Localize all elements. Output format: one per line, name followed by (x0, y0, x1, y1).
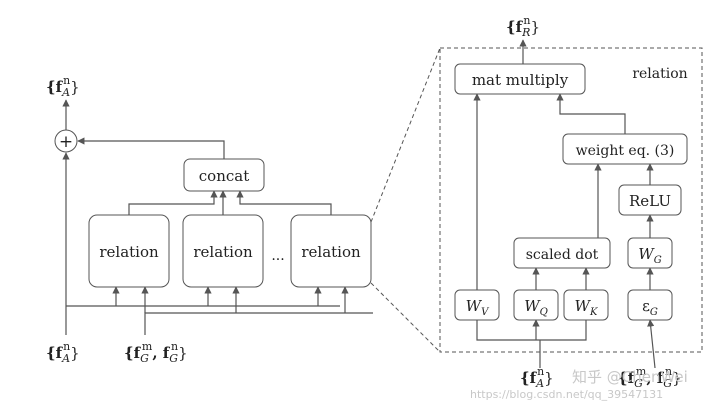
svg-text:relation: relation (193, 243, 253, 261)
weight-eq-box: weight eq. (3) (562, 133, 688, 165)
svg-text:WK: WK (575, 297, 598, 318)
relation-box-1: relation (88, 214, 170, 288)
svg-text:WQ: WQ (524, 297, 548, 318)
panel-input-g-label: {fGm, fGn} (618, 365, 682, 390)
wk-box: WK (563, 289, 609, 321)
svg-text:relation: relation (301, 243, 361, 261)
watermark-url: https://blog.csdn.net/qq_39547131 (470, 388, 663, 401)
left-input-g-label: {fGm, fGn} (124, 340, 188, 365)
panel-input-a-label: {fAn} (520, 365, 554, 390)
relu-box: ReLU (618, 184, 682, 216)
panel-output-label: {fRn} (506, 14, 540, 39)
eg-box: εG (627, 289, 673, 321)
watermark-brand: 知乎 @ChenWei (572, 368, 688, 386)
relation-ellipsis: ... (271, 248, 284, 264)
svg-text:εG: εG (642, 297, 658, 318)
wq-box: WQ (513, 289, 559, 321)
wv-box: WV (454, 289, 500, 321)
mat-multiply-box: mat multiply (454, 63, 586, 95)
concat-box: concat (183, 158, 265, 192)
sum-node: + (54, 129, 78, 153)
panel-title: relation (632, 66, 687, 82)
svg-text:ReLU: ReLU (629, 192, 671, 210)
scaled-dot-box: scaled dot (513, 237, 611, 269)
svg-text:concat: concat (199, 167, 249, 185)
relation-box-3: relation (290, 214, 372, 288)
svg-text:WG: WG (638, 245, 661, 266)
left-output-label: {fAn} (46, 74, 80, 99)
wg-box: WG (627, 237, 673, 269)
svg-text:scaled dot: scaled dot (526, 247, 599, 263)
left-input-a-label: {fAn} (46, 340, 80, 365)
relation-detail-panel (439, 47, 703, 353)
svg-text:mat multiply: mat multiply (472, 71, 569, 89)
svg-text:weight eq. (3): weight eq. (3) (576, 143, 675, 159)
svg-text:relation: relation (99, 243, 159, 261)
relation-box-2: relation (182, 214, 264, 288)
svg-text:+: + (59, 132, 73, 152)
svg-text:WV: WV (466, 297, 490, 318)
